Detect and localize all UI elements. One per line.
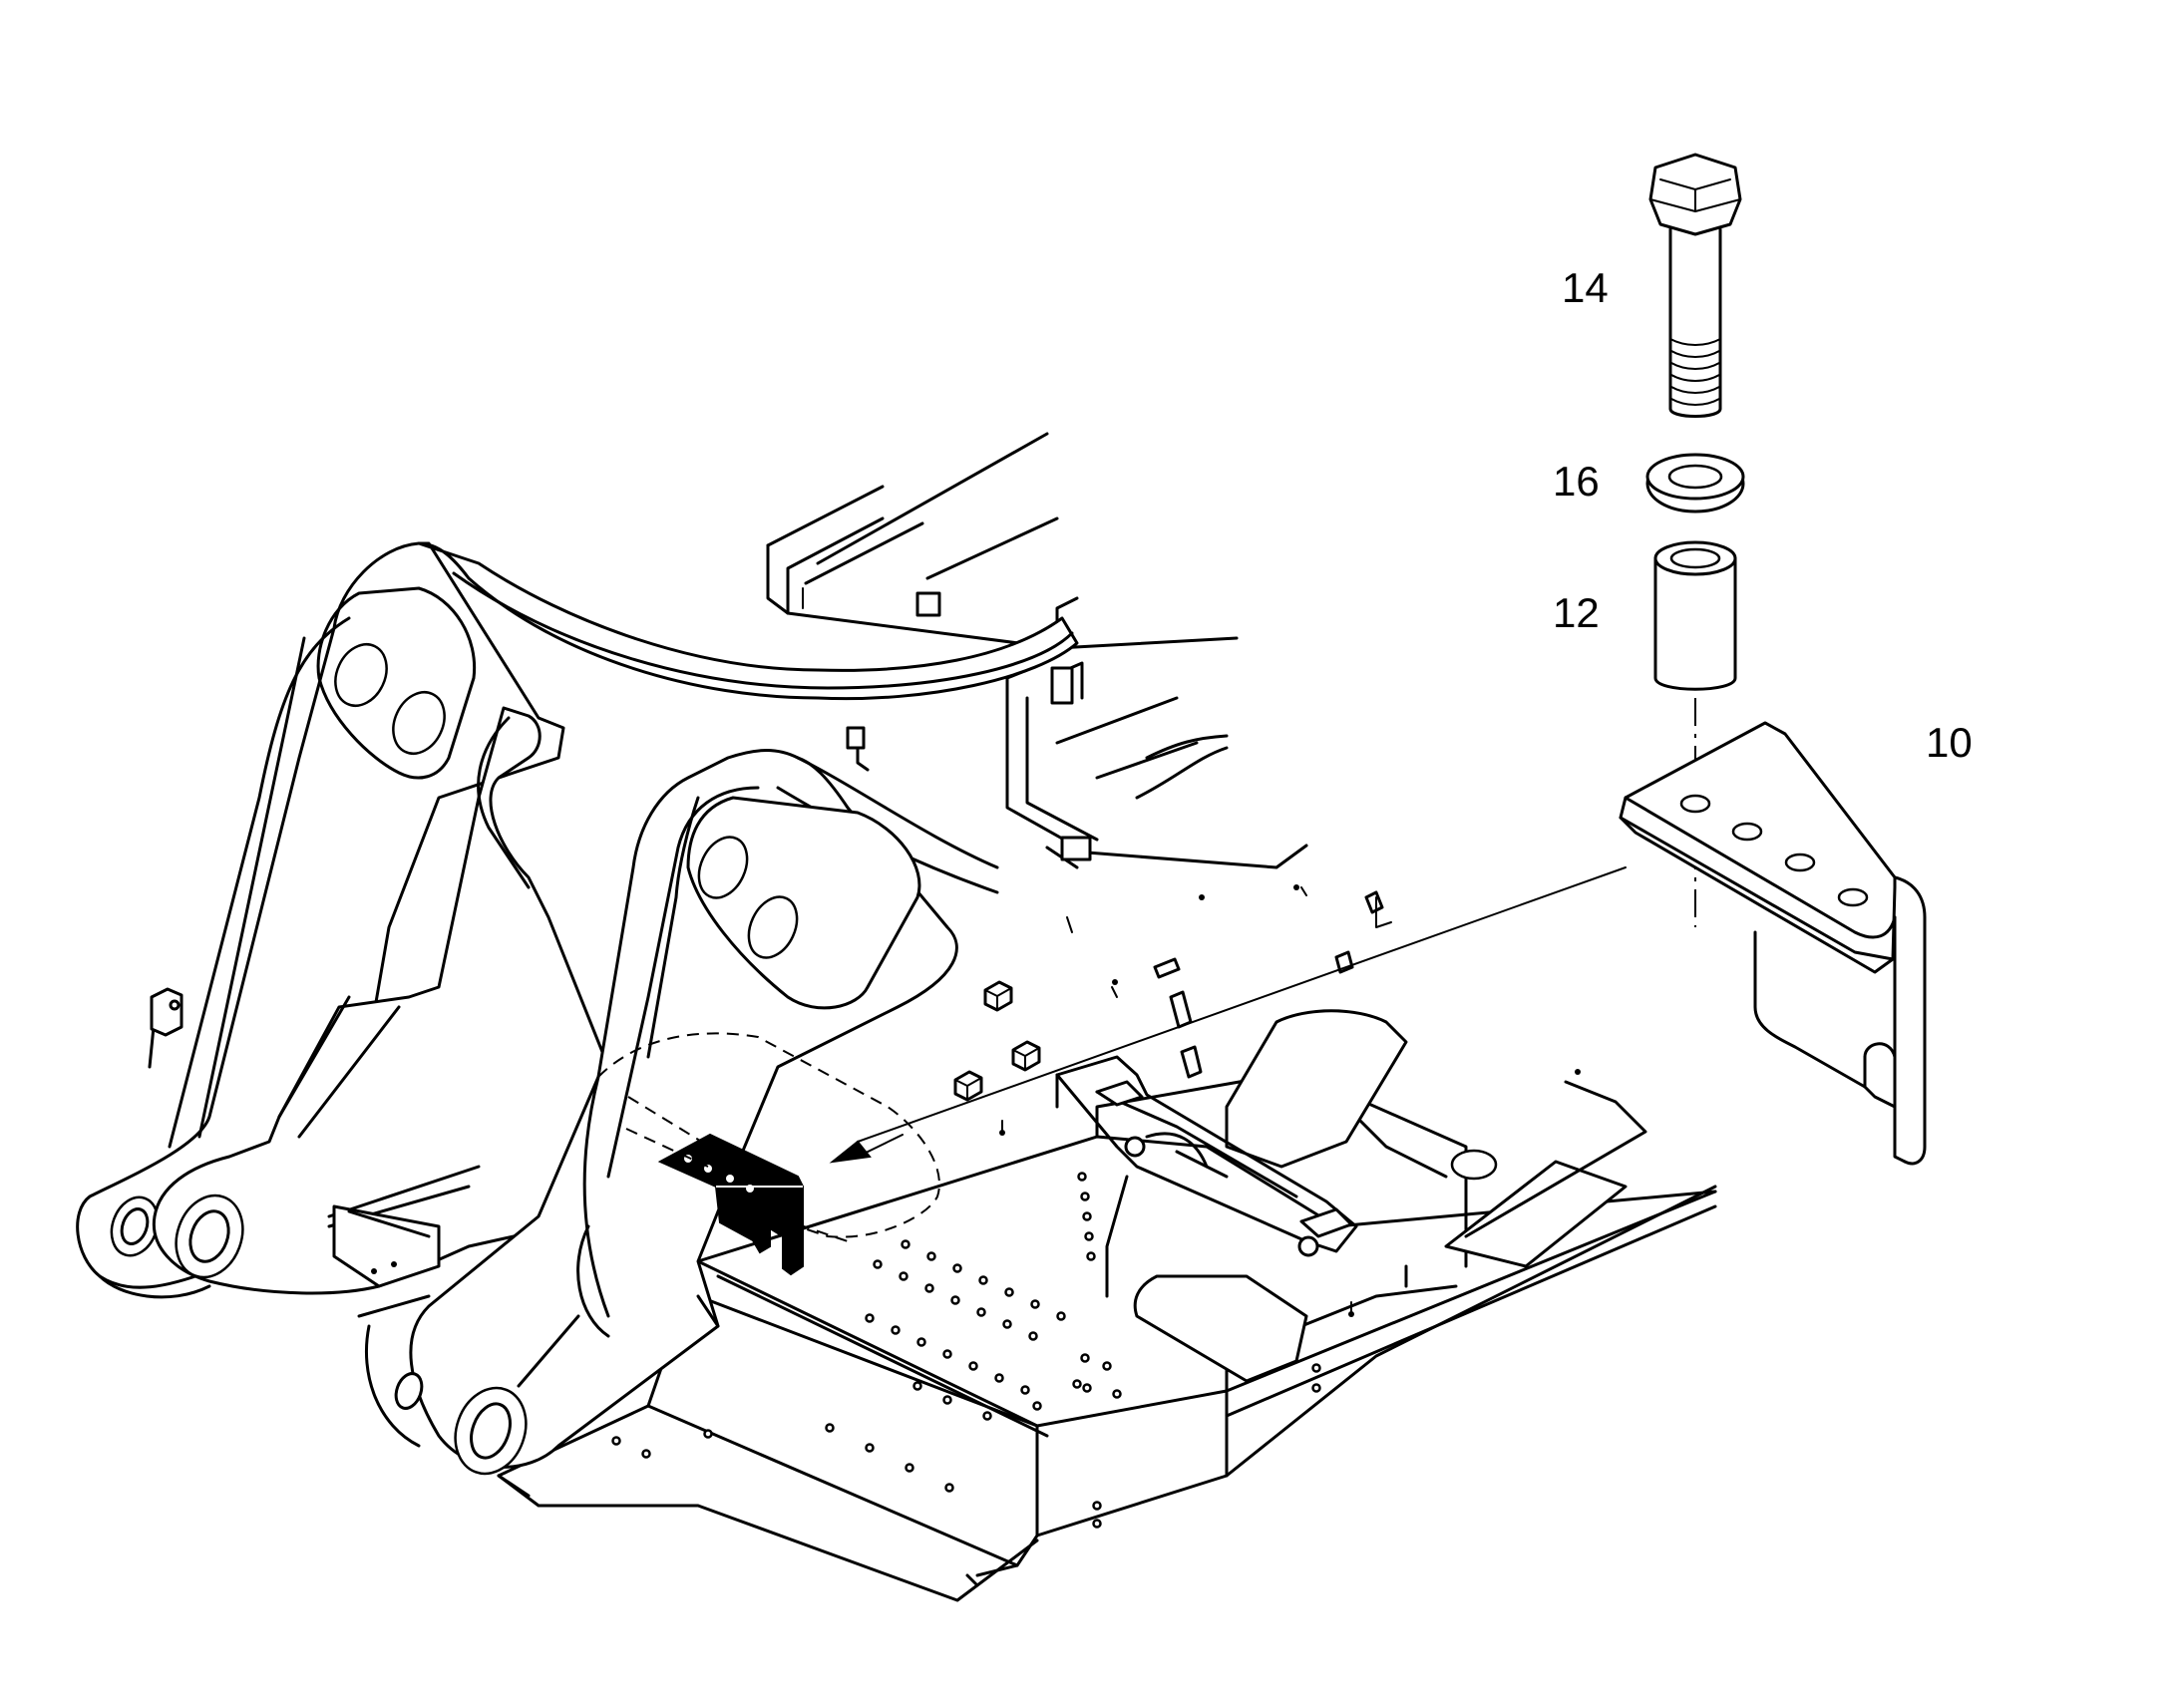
callout-label-16: 16 [1553,458,1600,505]
callout-label-10: 10 [1926,719,1973,766]
part-12-spacer [1653,540,1737,691]
part-16-washer [1645,453,1745,513]
part-10-bracket [1619,721,1927,1166]
beam-bracket-structure [1055,1055,1358,1298]
upper-frame-rail [766,432,1308,869]
installation-leader [829,866,1627,1164]
rear-boom-tower [76,541,1079,1299]
part-14-bolt [1648,153,1742,418]
center-boom-tower [152,706,630,1295]
small-fittings [953,886,1392,1102]
front-boom-tower [357,749,999,1476]
frame-floor [696,1009,1717,1537]
callout-label-14: 14 [1562,264,1609,311]
plate-holes [611,1172,1321,1529]
installed-bracket [625,1128,849,1276]
callout-label-12: 12 [1553,589,1600,636]
